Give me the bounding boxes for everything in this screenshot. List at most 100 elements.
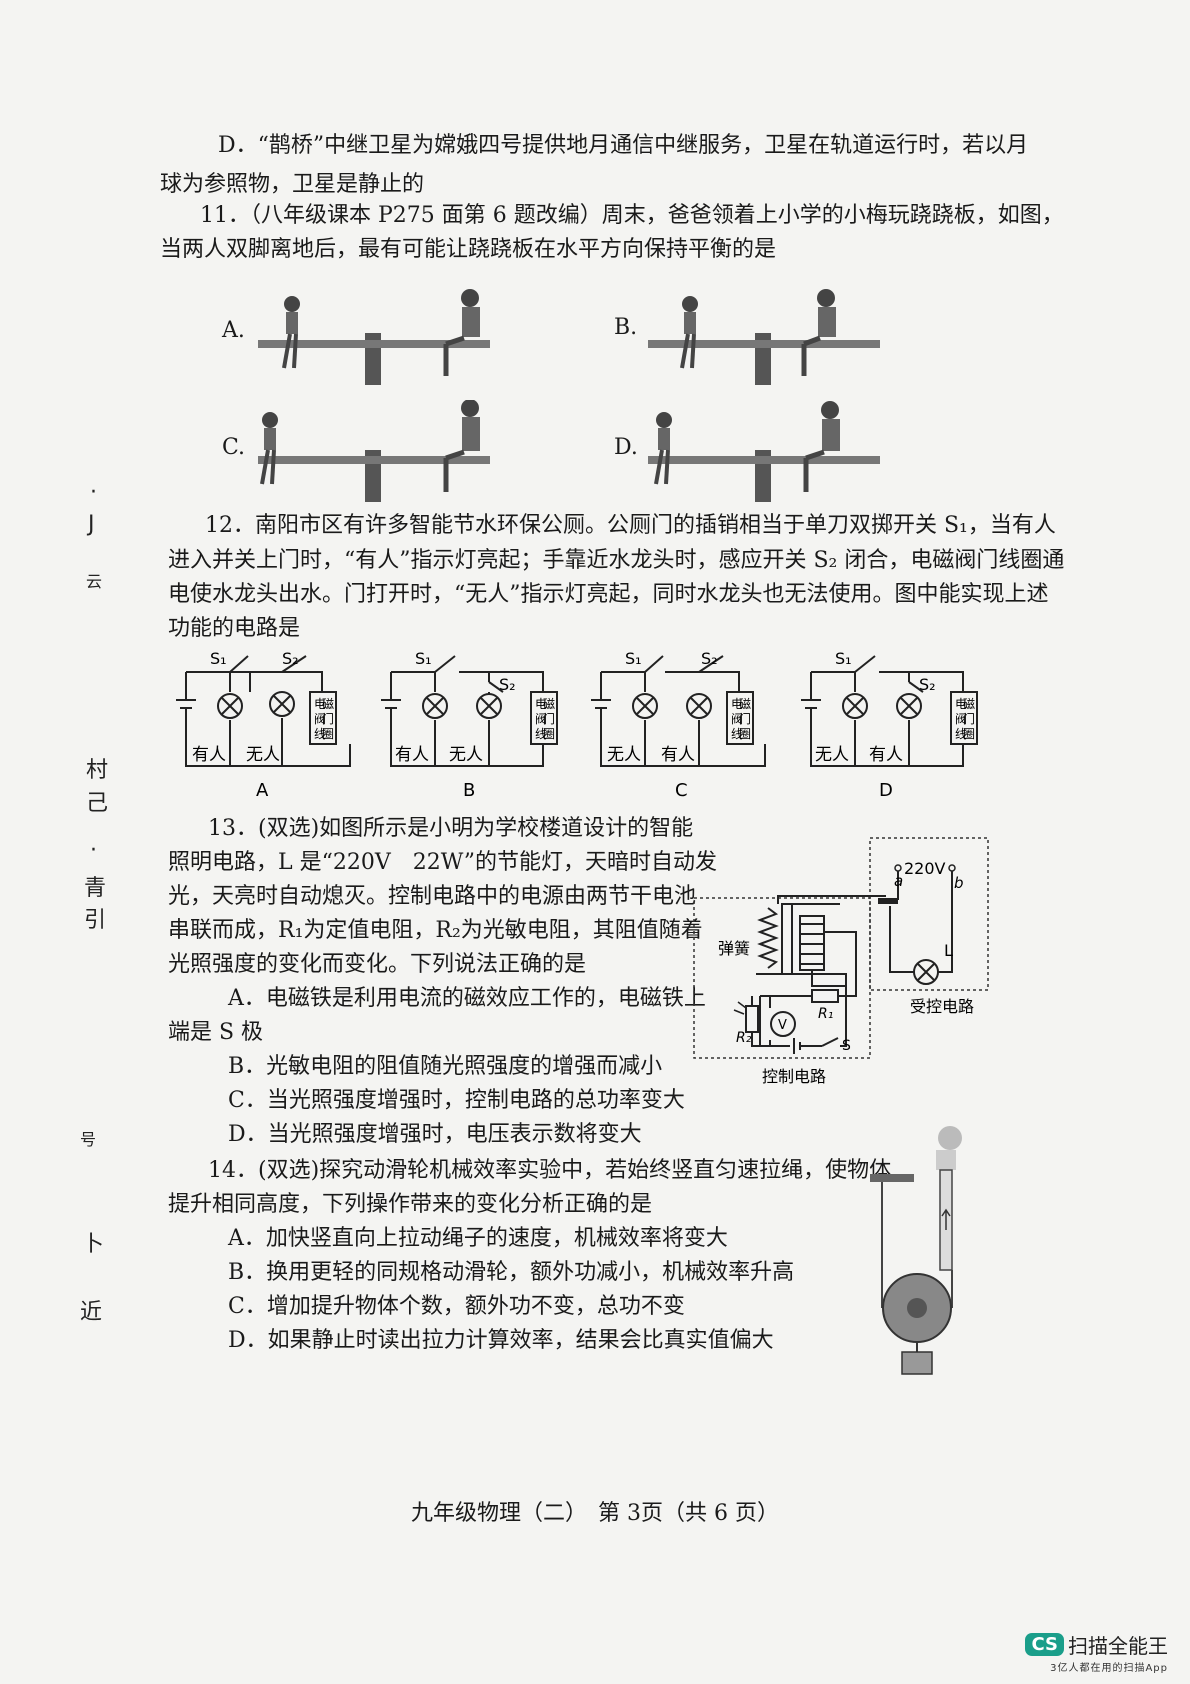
margin-mark: 号	[80, 1130, 97, 1149]
seesaw-figure-b	[648, 289, 880, 385]
coil-char: 电	[535, 697, 547, 711]
q13-option-a-line2: 端是 S 极	[168, 1020, 264, 1045]
q11-option-b-label: B.	[614, 315, 638, 340]
lamp-label-left: 无人	[815, 745, 849, 765]
coil-char: 圈	[739, 727, 751, 741]
circuit-label: B	[463, 780, 475, 801]
switch-s2-label: S₂	[701, 649, 718, 668]
q11-stem-line2: 当两人双脚离地后，最有可能让跷跷板在水平方向保持平衡的是	[160, 237, 777, 262]
seesaw-figure-d	[648, 401, 880, 502]
q14-option-d: D．如果静止时读出拉力计算效率，结果会比真实值偏大	[228, 1328, 774, 1353]
lamp-label-left: 有人	[192, 745, 226, 765]
seesaw-figure-a	[258, 289, 490, 385]
switch-s1-label: S₁	[835, 649, 852, 668]
coil-char: 线	[955, 727, 967, 741]
fig-control-circuit-label: 控制电路	[762, 1067, 826, 1086]
q10-option-d-line1: D．“鹊桥”中继卫星为嫦娥四号提供地月通信中继服务，卫星在轨道运行时，若以月	[218, 133, 1029, 158]
coil-char: 磁	[322, 696, 334, 711]
q13-option-a-line1: A．电磁铁是利用电流的磁效应工作的，电磁铁上	[228, 986, 706, 1011]
seesaw-figure-c	[258, 400, 490, 502]
margin-mark: J	[88, 512, 95, 537]
q14-option-c: C．增加提升物体个数，额外功不变，总功不变	[228, 1294, 685, 1319]
coil-char: 阀	[955, 712, 967, 726]
lamp-label-right: 无人	[449, 745, 483, 765]
fig-voltage-label: 220V	[904, 859, 946, 878]
fig-controlled-circuit-label: 受控电路	[910, 997, 974, 1016]
coil-char: 圈	[322, 727, 334, 741]
q13-option-c: C．当光照强度增强时，控制电路的总功率变大	[228, 1088, 685, 1113]
circuit-d: S₁ S₂ 电 磁 阀 门 线 圈 无人 有人 D	[801, 649, 978, 801]
q13-stem-line4: 串联而成，R₁为定值电阻，R₂为光敏电阻，其阻值随着	[168, 918, 703, 943]
q13-stem-line3: 光，天亮时自动熄灭。控制电路中的电源由两节干电池	[168, 884, 697, 909]
cs-logo-icon: CS	[1025, 1633, 1064, 1656]
coil-char: 门	[739, 711, 751, 726]
q11-option-c-label: C.	[222, 435, 246, 460]
coil-char: 门	[322, 711, 334, 726]
switch-s1-label: S₁	[415, 649, 432, 668]
q12-stem-line2: 进入并关上门时，“有人”指示灯亮起；手靠近水龙头时，感应开关 S₂ 闭合，电磁阀…	[168, 548, 1065, 573]
coil-char: 阀	[314, 712, 326, 726]
q13-option-d: D．当光照强度增强时，电压表示数将变大	[228, 1122, 642, 1147]
margin-mark: ·	[90, 480, 97, 505]
q13-option-b: B．光敏电阻的阻值随光照强度的增强而减小	[228, 1054, 663, 1079]
lamp-label-right: 有人	[661, 745, 695, 765]
q14-pulley-figure	[870, 1126, 962, 1375]
q11-option-a-label: A.	[222, 318, 245, 343]
margin-mark: 近	[80, 1300, 103, 1325]
switch-s2-label: S₂	[919, 675, 936, 694]
q12-stem-line1: 12．南阳市区有许多智能节水环保公厕。公厕门的插销相当于单刀双掷开关 S₁，当有…	[205, 513, 1056, 538]
q13-stem-line2: 照明电路，L 是“220V 22W”的节能灯，天暗时自动发	[168, 850, 717, 875]
margin-mark: 云	[86, 572, 103, 591]
q12-stem-line4: 功能的电路是	[168, 616, 301, 641]
q13-stem-line5: 光照强度的变化而变化。下列说法正确的是	[168, 952, 587, 977]
margin-mark: 引	[84, 908, 107, 933]
page-footer: 九年级物理（二） 第 3页（共 6 页）	[411, 1501, 779, 1526]
scanner-app-tagline: 3亿人都在用的扫描App	[1050, 1663, 1168, 1674]
coil-char: 线	[314, 727, 326, 741]
fig-r2-label: R₂	[736, 1030, 752, 1046]
fig-voltmeter-label: V	[778, 1018, 787, 1033]
margin-mark: 村	[86, 758, 109, 783]
fig-terminal-a: a	[894, 872, 903, 890]
switch-s2-label: S₂	[282, 649, 299, 668]
switch-s1-label: S₁	[210, 649, 227, 668]
fig-spring-label: 弹簧	[718, 939, 750, 958]
circuit-label: A	[256, 780, 269, 801]
coil-char: 磁	[963, 696, 975, 711]
q14-stem-line2: 提升相同高度，下列操作带来的变化分析正确的是	[168, 1192, 653, 1217]
coil-char: 门	[963, 711, 975, 726]
q14-option-b: B．换用更轻的同规格动滑轮，额外功减小，机械效率升高	[228, 1260, 795, 1285]
q11-option-d-label: D.	[614, 435, 638, 460]
margin-mark: ·	[90, 838, 97, 863]
q13-stem-line1: 13．(双选)如图所示是小明为学校楼道设计的智能	[208, 816, 694, 841]
circuit-b: S₁ S₂ 电 磁 阀 门 线 圈 有人 无人 B	[381, 649, 558, 801]
coil-char: 电	[314, 697, 326, 711]
lamp-label-left: 有人	[395, 745, 429, 765]
q14-option-a: A．加快竖直向上拉动绳子的速度，机械效率将变大	[228, 1226, 728, 1251]
margin-mark: 己	[86, 791, 109, 816]
coil-char: 磁	[543, 696, 555, 711]
coil-char: 阀	[535, 712, 547, 726]
q12-stem-line3: 电使水龙头出水。门打开时，“无人”指示灯亮起，同时水龙头也无法使用。图中能实现上…	[168, 582, 1049, 607]
q11-stem-line1: 11．（八年级课本 P275 面第 6 题改编）周末，爸爸领着上小学的小梅玩跷跷…	[200, 203, 1064, 228]
coil-char: 磁	[739, 696, 751, 711]
q14-stem-line1: 14．(双选)探究动滑轮机械效率实验中，若始终竖直匀速拉绳，使物体	[208, 1158, 892, 1183]
q13-relay-circuit-figure: 220V a b L 弹簧 R₁ R₂ V S 受控电路 控制电路	[693, 837, 989, 1086]
circuit-c: S₁ S₂ 电 磁 阀 门 线 圈 无人 有人 C	[591, 649, 766, 801]
lamp-label-right: 无人	[246, 745, 280, 765]
coil-char: 线	[731, 727, 743, 741]
lamp-label-left: 无人	[607, 745, 641, 765]
lamp-label-right: 有人	[869, 745, 903, 765]
coil-char: 阀	[731, 712, 743, 726]
margin-mark: 青	[84, 876, 107, 901]
scanner-app-name: 扫描全能王	[1068, 1634, 1168, 1658]
coil-char: 圈	[963, 727, 975, 741]
coil-char: 电	[955, 697, 967, 711]
coil-char: 门	[543, 711, 555, 726]
margin-mark: 卜	[82, 1232, 105, 1257]
q10-option-d-line2: 球为参照物，卫星是静止的	[160, 172, 425, 197]
switch-s1-label: S₁	[625, 649, 642, 668]
fig-lamp-label: L	[944, 941, 953, 960]
circuit-label: C	[675, 780, 688, 801]
